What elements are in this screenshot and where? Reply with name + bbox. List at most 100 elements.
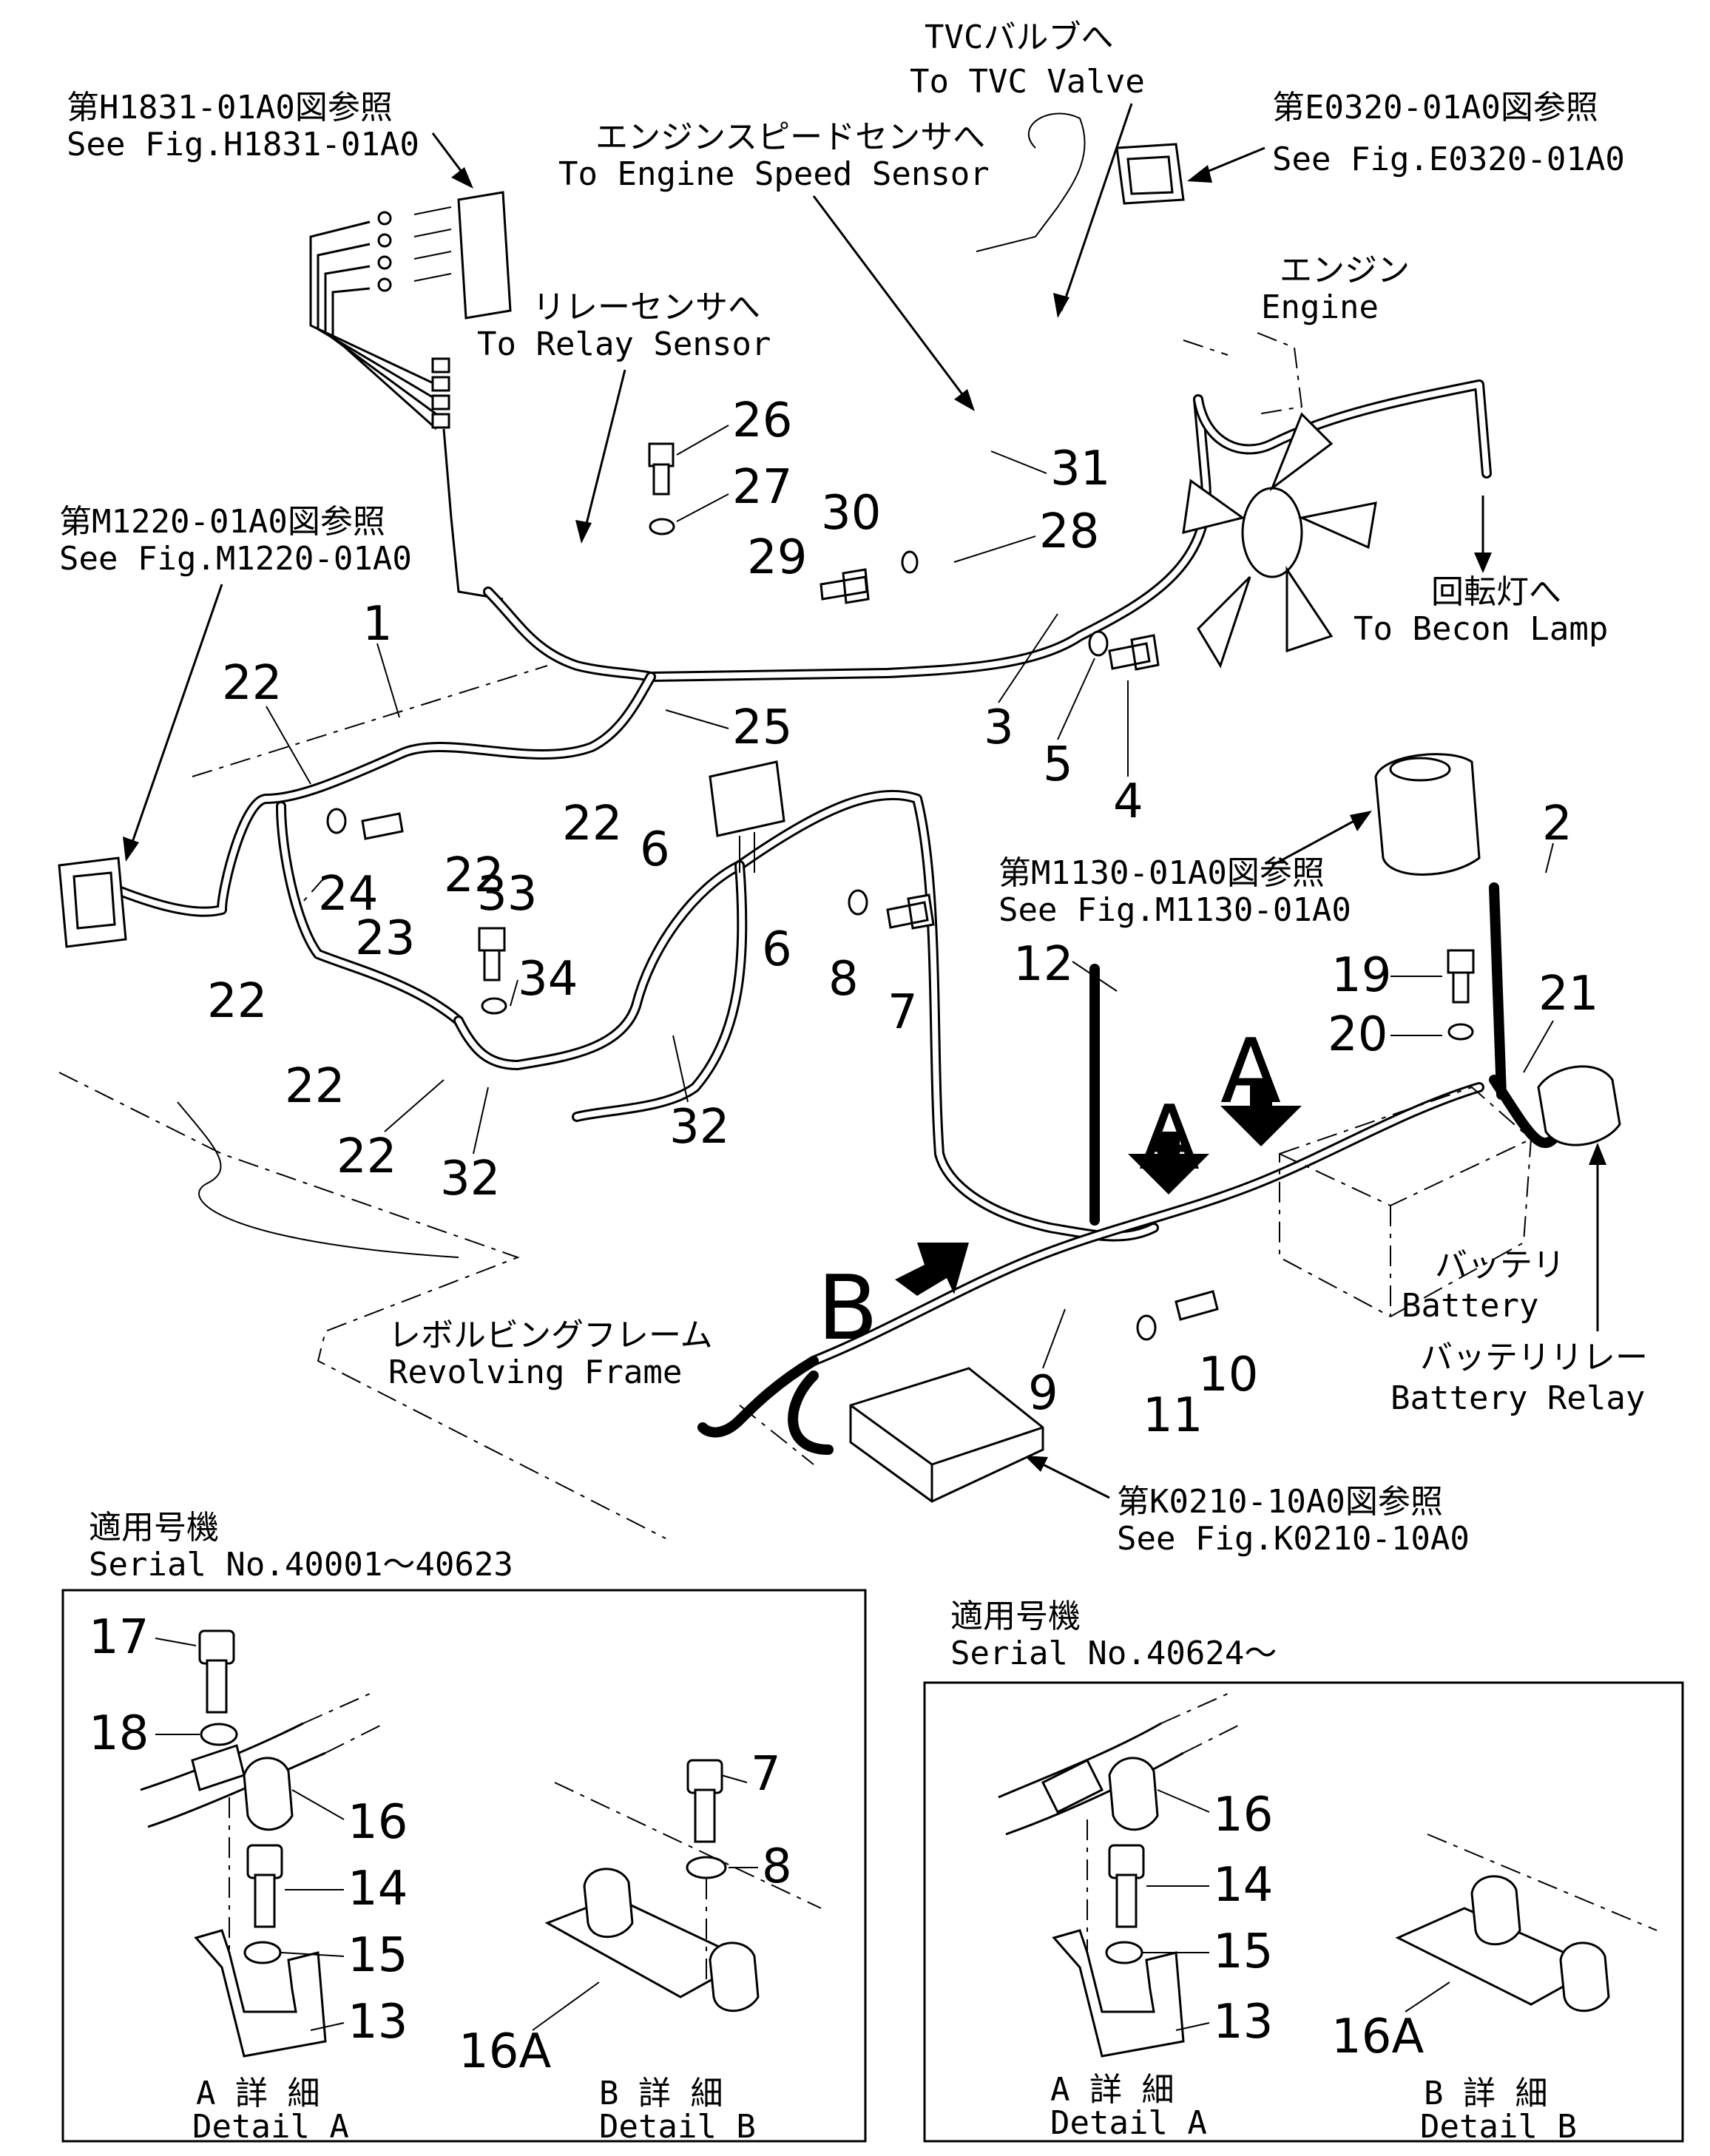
callout-30: 30 <box>821 486 881 541</box>
inset-right-detail-b-jp: B 詳 細 <box>1424 2075 1547 2112</box>
inset-left-callout-16a: 16A <box>459 2024 551 2079</box>
inset-left-detail-a-en: Detail A <box>192 2108 349 2146</box>
harness-bundle-upper <box>309 220 437 430</box>
ref-engine-jp: エンジン <box>1280 251 1410 289</box>
ref-becon-en: To Becon Lamp <box>1354 610 1608 648</box>
view-marker-b: B <box>817 1257 878 1360</box>
inset-left-callout-7: 7 <box>751 1747 781 1802</box>
inset-right-frame <box>923 1681 1684 2143</box>
arrowhead-brelay <box>1589 1143 1606 1165</box>
ref-frame-jp: レボルビングフレーム <box>388 1317 713 1354</box>
leader-tvc <box>1060 103 1133 311</box>
controller-k0210 <box>849 1367 1044 1503</box>
washer-5 <box>1088 630 1109 657</box>
washer-34 <box>481 997 507 1015</box>
inset-right-callout-15: 15 <box>1213 1924 1273 1979</box>
leader-k0210 <box>1035 1459 1110 1499</box>
callout-29: 29 <box>747 530 807 585</box>
ref-tvc-jp: TVCバルブへ <box>925 18 1113 56</box>
callout-22-e: 22 <box>285 1059 345 1114</box>
engine-fan <box>1182 412 1377 669</box>
inset-left-detail-a-jp: A 詳 細 <box>196 2075 320 2112</box>
callout-2: 2 <box>1542 797 1572 851</box>
ref-ess-jp: エンジンスピードセンサへ <box>595 118 985 156</box>
inset-left-callout-15: 15 <box>348 1928 408 1983</box>
arrowhead-m1220 <box>123 837 139 862</box>
arrowhead-h1831 <box>451 167 473 189</box>
inset-left-serial-jp: 適用号機 <box>89 1509 219 1547</box>
inset-right-serial-jp: 適用号機 <box>950 1598 1081 1635</box>
inset-left-detail-b-drawing <box>544 1759 822 2013</box>
bolt-29 <box>819 568 870 604</box>
ref-ess-en: To Engine Speed Sensor <box>558 155 990 193</box>
inset-left-detail-b-jp: B 詳 細 <box>599 2075 723 2112</box>
ref-brelay-en: Battery Relay <box>1390 1379 1645 1417</box>
callout-25: 25 <box>732 700 792 755</box>
callout-6-right: 6 <box>762 922 792 977</box>
inset-right-callout-16: 16 <box>1213 1788 1273 1842</box>
arrow-a-left <box>1128 1132 1209 1194</box>
arrowhead-becon <box>1474 552 1492 573</box>
callout-8: 8 <box>828 952 859 1007</box>
frame-contour <box>177 1101 459 1258</box>
inset-right-callout-13: 13 <box>1213 1995 1273 2049</box>
battery-relay <box>1537 1065 1621 1146</box>
callout-32-left: 32 <box>440 1152 500 1206</box>
ref-m1220-en: See Fig.M1220-01A0 <box>59 540 412 578</box>
callout-19: 19 <box>1331 948 1391 1003</box>
ref-relay-en: To Relay Sensor <box>477 325 771 363</box>
relay-box <box>709 760 785 873</box>
callout-22-a: 22 <box>222 656 282 711</box>
inset-right-detail-b-en: Detail B <box>1420 2108 1577 2146</box>
callout-5: 5 <box>1043 737 1073 792</box>
inset-left-serial-en: Serial No.40001～40623 <box>89 1546 513 1584</box>
inset-left-detail-a-drawing <box>140 1629 385 2058</box>
callout-22-c: 22 <box>562 797 622 851</box>
inset-right-callout-16a: 16A <box>1331 2010 1424 2064</box>
inset-right-serial-en: Serial No.40624～ <box>950 1635 1277 1672</box>
inset-left-frame <box>61 1589 867 2143</box>
ref-h1831-en: See Fig.H1831-01A0 <box>67 126 419 163</box>
inset-right-detail-a-drawing <box>998 1693 1243 2058</box>
harness-to-becon <box>1193 379 1492 479</box>
harness-lower-left <box>697 1356 834 1455</box>
work-lamp-left <box>58 856 127 948</box>
callout-33: 33 <box>477 867 537 922</box>
connector-small-cluster <box>431 357 450 429</box>
callout-26: 26 <box>732 393 792 448</box>
inset-left-callout-16: 16 <box>348 1795 408 1850</box>
inset-left-callout-17: 17 <box>89 1610 149 1665</box>
callout-27: 27 <box>732 460 792 515</box>
callout-23: 23 <box>355 911 415 966</box>
callout-7: 7 <box>888 985 918 1040</box>
arrowhead-k0210 <box>1024 1456 1048 1472</box>
harness-drop <box>442 428 504 601</box>
washer-8 <box>848 889 868 916</box>
callout-32-right: 32 <box>669 1100 729 1155</box>
leader-ess <box>812 195 970 404</box>
callout-9: 9 <box>1028 1366 1058 1421</box>
arrowhead-m1130 <box>1350 811 1372 831</box>
inset-right-detail-b-drawing <box>1395 1834 1657 2013</box>
harness-left-loop <box>106 672 656 917</box>
ref-relay-jp: リレーセンサへ <box>533 288 760 326</box>
ref-k0210-jp: 第K0210-10A0図参照 <box>1117 1483 1443 1521</box>
inset-left-callout-8: 8 <box>762 1839 792 1894</box>
ref-becon-jp: 回転灯へ <box>1431 573 1561 611</box>
ref-tvc-en: To TVC Valve <box>910 63 1145 101</box>
callout-6-left: 6 <box>640 822 670 877</box>
callout-24: 24 <box>318 867 378 922</box>
ref-engine-en: Engine <box>1261 288 1379 326</box>
bolt-33 <box>478 927 506 981</box>
ref-e0320-jp: 第E0320-01A0図参照 <box>1272 89 1598 126</box>
arrow-b <box>895 1243 969 1296</box>
connector-block-h1831 <box>377 191 512 320</box>
ref-brelay-jp: バッテリリレー <box>1420 1339 1648 1376</box>
callout-21: 21 <box>1538 967 1598 1021</box>
callout-22-d: 22 <box>207 974 267 1029</box>
callout-1: 1 <box>362 597 393 652</box>
callout-22-f: 22 <box>337 1129 396 1184</box>
inset-left-callout-13: 13 <box>348 1995 408 2049</box>
inset-left-callout-14: 14 <box>348 1862 408 1916</box>
